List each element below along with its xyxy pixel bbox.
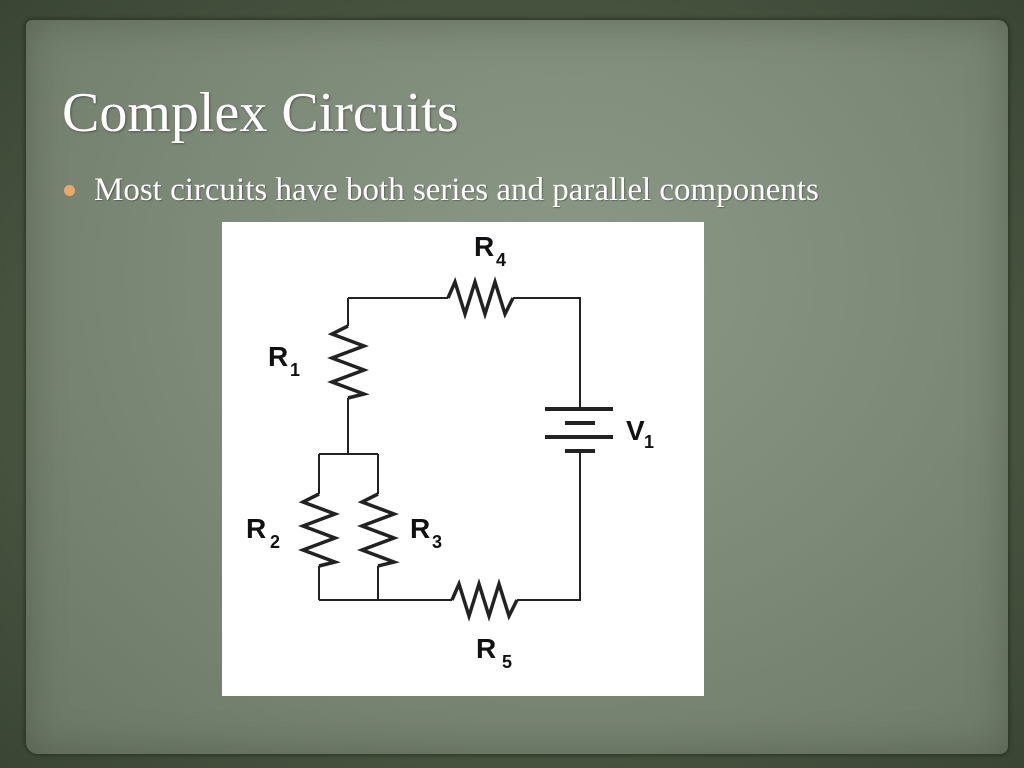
bullet-text: Most circuits have both series and paral… (94, 171, 819, 208)
slide-title: Complex Circuits (62, 82, 459, 144)
label-r5: R (476, 633, 496, 664)
label-v1-sub: 1 (644, 432, 654, 452)
bullet-dot-icon (64, 184, 75, 196)
label-r2: R (246, 513, 266, 544)
wire-bottom-right (517, 452, 581, 601)
label-r5-sub: 5 (502, 652, 512, 672)
label-r1-sub: 1 (290, 360, 300, 380)
circuit-svg: R 4 R 1 V 1 R 2 R 3 R 5 (246, 231, 654, 672)
bullet-item: Most circuits have both series and paral… (62, 168, 819, 212)
label-r1: R (268, 341, 288, 372)
circuit-diagram: R 4 R 1 V 1 R 2 R 3 R 5 (222, 222, 704, 696)
wire-top-right (513, 297, 581, 408)
resistor-r3 (357, 492, 400, 568)
label-r3-sub: 3 (432, 532, 442, 552)
label-r3: R (410, 513, 430, 544)
resistor-r5 (450, 578, 519, 622)
label-r4-sub: 4 (496, 250, 506, 270)
resistor-r1 (327, 324, 370, 400)
label-v1: V (626, 415, 645, 446)
resistor-r4 (446, 276, 515, 320)
resistor-r2 (298, 492, 341, 568)
label-r2-sub: 2 (270, 532, 280, 552)
label-r4: R (474, 231, 494, 262)
